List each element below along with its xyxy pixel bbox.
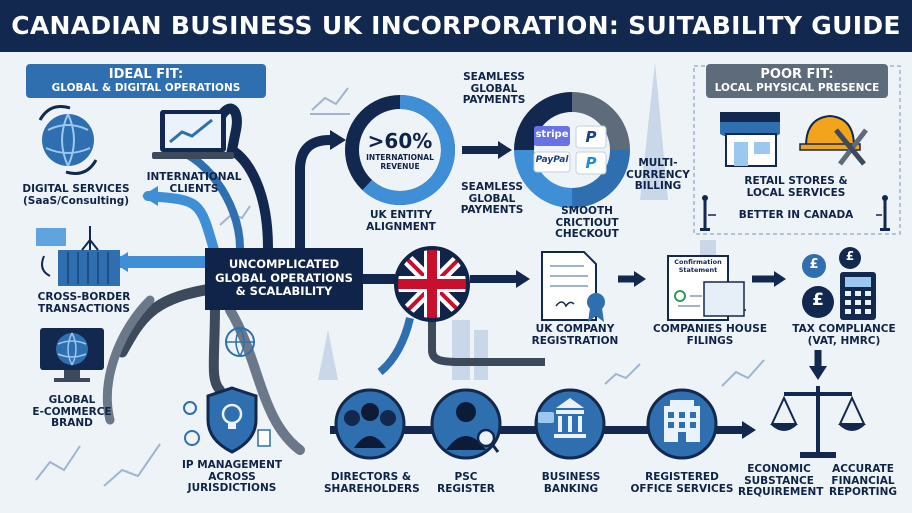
paypal-p-badge-top: P	[585, 128, 597, 146]
pound-coin-1: £	[809, 257, 819, 272]
person-magnifier-icon	[430, 388, 502, 460]
bank-cards-icon	[534, 388, 606, 460]
uk-flag-icon	[394, 246, 470, 322]
ip-management-label: IP MANAGEMENT ACROSS JURISDICTIONS	[181, 459, 283, 494]
globe-icon	[38, 105, 98, 175]
shipping-container-icon	[36, 226, 120, 286]
pound-coins-icon	[802, 247, 861, 318]
stripe-badge: stripe	[535, 129, 569, 140]
directors-shareholders-label: DIRECTORS & SHAREHOLDERS	[324, 471, 420, 495]
monitor-globe-icon	[40, 328, 104, 382]
storefront-icon	[720, 112, 780, 167]
ideal-fit-subheading: GLOBAL & DIGITAL OPERATIONS	[51, 82, 241, 94]
psc-register-label: PSC REGISTER	[437, 471, 495, 495]
calculator-icon	[840, 272, 876, 320]
uk-company-registration-label: UK COMPANY REGISTRATION	[531, 323, 619, 347]
poor-fit-header: POOR FIT: LOCAL PHYSICAL PRESENCE	[706, 64, 888, 98]
revenue-caption: INTERNATIONAL REVENUE	[366, 153, 434, 171]
laptop-chart-icon	[152, 110, 234, 159]
office-building-icon	[646, 388, 718, 460]
paypal-badge: PayPal	[535, 155, 569, 165]
shield-lightbulb-icon	[183, 386, 271, 454]
seamless-payments-top-label: SEAMLESS GLOBAL PAYMENTS	[462, 71, 526, 106]
pound-coin-3: £	[812, 290, 824, 310]
multi-currency-label: MULTI- CURRENCY BILLING	[626, 157, 690, 192]
ideal-fit-header: IDEAL FIT: GLOBAL & DIGITAL OPERATIONS	[26, 64, 266, 98]
cross-border-label: CROSS-BORDER TRANSACTIONS	[37, 291, 131, 315]
ideal-fit-heading: IDEAL FIT:	[108, 67, 184, 82]
ecommerce-label: GLOBAL E-COMMERCE BRAND	[32, 394, 112, 429]
registered-office-label: REGISTERED OFFICE SERVICES	[630, 471, 734, 495]
better-in-canada-tag: BETTER IN CANADA	[716, 206, 876, 224]
page-title: CANADIAN BUSINESS UK INCORPORATION: SUIT…	[0, 0, 912, 52]
accurate-reporting-label: ACCURATE FINANCIAL REPORTING	[829, 463, 897, 498]
revenue-ring	[345, 95, 455, 205]
seamless-payments-bottom-label: SEAMLESS GLOBAL PAYMENTS	[460, 181, 524, 216]
tax-compliance-label: TAX COMPLIANCE (VAT, HMRC)	[792, 323, 896, 347]
people-group-icon	[334, 388, 406, 460]
revenue-value: >60%	[367, 129, 433, 153]
scales-icon	[770, 386, 866, 458]
paypal-p-badge-bottom: P	[585, 154, 597, 172]
poor-fit-subheading: LOCAL PHYSICAL PRESENCE	[714, 82, 880, 94]
digital-services-label: DIGITAL SERVICES (SaaS/Consulting)	[22, 183, 130, 207]
revenue-ring-fill	[362, 95, 455, 205]
network-globe-icon	[225, 327, 255, 357]
certificate-icon	[541, 251, 605, 322]
retail-stores-label: RETAIL STORES & LOCAL SERVICES	[744, 175, 848, 199]
business-banking-label: BUSINESS BANKING	[541, 471, 601, 495]
international-clients-label: INTERNATIONAL CLIENTS	[146, 171, 242, 195]
pound-coin-2: £	[845, 249, 855, 263]
payment-wheel-icon	[514, 92, 630, 208]
poor-fit-heading: POOR FIT:	[760, 67, 834, 82]
economic-substance-label: ECONOMIC SUBSTANCE REQUIREMENT	[738, 463, 824, 498]
uk-entity-alignment-label: UK ENTITY ALIGNMENT	[366, 209, 436, 233]
confirmation-statement-text: Confirmation Statement	[674, 258, 722, 274]
smooth-checkout-label: SMOOTH CRICTIOUT CHECKOUT	[555, 205, 619, 240]
document-stack-icon	[667, 255, 746, 321]
hardhat-tools-icon	[799, 114, 868, 166]
center-scalability-box: UNCOMPLICATED GLOBAL OPERATIONS & SCALAB…	[205, 248, 363, 310]
companies-house-filings-label: COMPANIES HOUSE FILINGS	[653, 323, 767, 347]
poor-fit-panel-border	[693, 65, 901, 235]
